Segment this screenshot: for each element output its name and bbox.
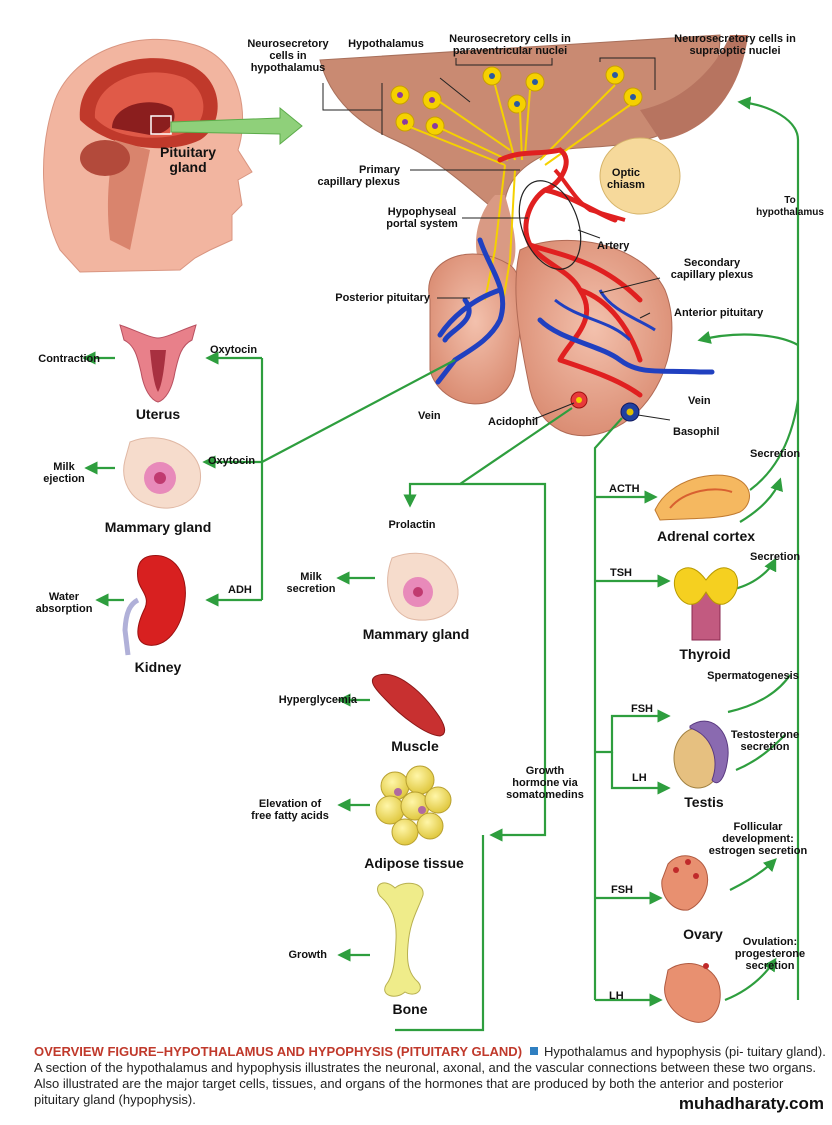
label-basophil: Basophil — [673, 426, 720, 438]
label-lh-1: LH — [632, 772, 647, 784]
bone-illustration — [377, 882, 424, 997]
label-acidophil: Acidophil — [488, 416, 539, 428]
optic-chiasm-shape — [599, 137, 681, 215]
label-adipose-tissue: Adipose tissue — [364, 855, 464, 871]
label-growth: Growth — [288, 949, 328, 961]
mammary-gland-illustration-2 — [387, 552, 459, 621]
adipose-illustration — [375, 765, 452, 846]
label-uterus: Uterus — [135, 406, 181, 422]
label-acth: ACTH — [609, 483, 640, 495]
ovary-illustration-1 — [661, 855, 708, 911]
label-prolactin: Prolactin — [388, 519, 436, 531]
anterior-pituitary-shape — [515, 239, 673, 437]
label-contraction: Contraction — [38, 353, 100, 365]
label-anterior-pituitary: Anterior pituitary — [674, 307, 764, 319]
adrenal-illustration — [654, 474, 750, 521]
label-muscle: Muscle — [391, 738, 439, 754]
label-posterior-pituitary: Posterior pituitary — [335, 292, 430, 304]
label-mammary-gland-1: Mammary gland — [104, 519, 212, 535]
label-vein-right: Vein — [688, 395, 711, 407]
kidney-illustration — [122, 555, 186, 656]
label-adh: ADH — [228, 584, 252, 596]
label-secretion-1: Secretion — [750, 448, 801, 460]
muscle-illustration — [371, 673, 446, 737]
label-artery: Artery — [597, 240, 630, 252]
ovary-illustration-2 — [664, 963, 721, 1023]
label-adrenal-cortex: Adrenal cortex — [656, 528, 756, 544]
label-lh-2: LH — [609, 990, 624, 1002]
label-spermatogenesis: Spermatogenesis — [707, 670, 799, 682]
label-kidney: Kidney — [134, 659, 182, 675]
mammary-gland-illustration-1 — [123, 437, 201, 509]
blood-vessels — [435, 147, 715, 398]
label-fsh-1: FSH — [631, 703, 653, 715]
pathway-arrows — [82, 96, 800, 1032]
label-thyroid: Thyroid — [679, 646, 731, 662]
caption-body: tuitary gland). A section of the hypotha… — [34, 1044, 826, 1107]
neurosecretory-cells — [390, 65, 643, 321]
label-ovary: Ovary — [683, 926, 723, 942]
label-oxytocin-1: Oxytocin — [210, 344, 258, 356]
label-mammary-gland-2: Mammary gland — [362, 626, 470, 642]
testis-illustration — [673, 720, 729, 789]
label-oxytocin-2: Oxytocin — [208, 455, 256, 467]
label-tsh: TSH — [610, 567, 632, 579]
thyroid-illustration — [673, 567, 739, 641]
label-secretion-2: Secretion — [750, 551, 801, 563]
label-vein-left: Vein — [418, 410, 441, 422]
watermark: muhadharaty.com — [678, 1094, 824, 1113]
caption-body-start: Hypothalamus and hypophysis (pi- — [544, 1044, 744, 1059]
label-testis: Testis — [684, 794, 724, 810]
label-hypothalamus: Hypothalamus — [348, 38, 424, 50]
label-fsh-2: FSH — [611, 884, 633, 896]
label-bone: Bone — [392, 1001, 428, 1017]
zoom-arrow — [170, 106, 303, 146]
figure-caption: OVERVIEW FIGURE–HYPOTHALAMUS AND HYPOPHY… — [34, 1044, 826, 1108]
leader-lines — [322, 57, 671, 421]
head-illustration — [43, 38, 253, 273]
label-hyperglycemia: Hyperglycemia — [278, 694, 357, 706]
caption-heading: OVERVIEW FIGURE–HYPOTHALAMUS AND HYPOPHY… — [34, 1044, 523, 1059]
uterus-illustration — [119, 324, 197, 403]
caption-square-icon — [530, 1047, 539, 1055]
hypothalamus-illustration — [319, 34, 748, 437]
